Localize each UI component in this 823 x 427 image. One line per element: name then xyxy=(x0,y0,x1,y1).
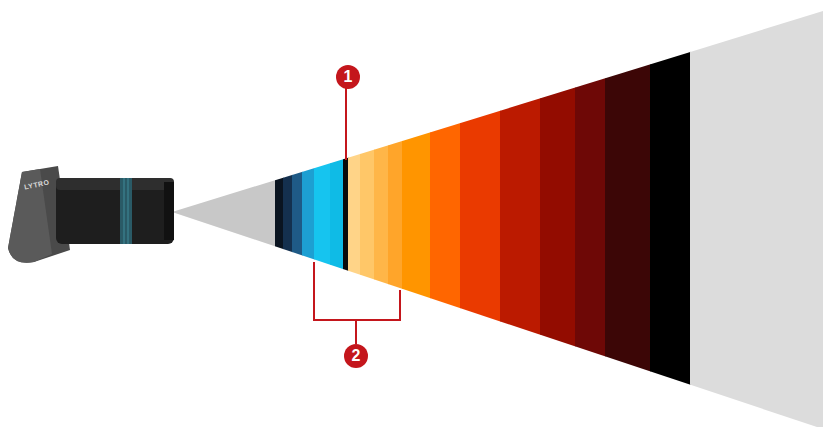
depth-band xyxy=(500,0,541,427)
callout-1-marker xyxy=(336,65,360,160)
callout-2-marker xyxy=(344,344,368,368)
depth-band xyxy=(302,0,315,427)
depth-band xyxy=(330,0,344,427)
depth-band xyxy=(690,0,823,427)
depth-band xyxy=(314,0,331,427)
depth-band xyxy=(575,0,606,427)
depth-band xyxy=(430,0,461,427)
camera-illustration xyxy=(8,166,174,263)
depth-band xyxy=(650,0,691,427)
callout-number: 2 xyxy=(344,344,368,368)
depth-band xyxy=(172,0,276,427)
callout-2-bracket xyxy=(314,262,400,344)
depth-band xyxy=(388,0,403,427)
depth-band xyxy=(283,0,293,427)
depth-band xyxy=(275,0,284,427)
depth-band xyxy=(374,0,389,427)
callout-number: 1 xyxy=(336,65,360,89)
depth-band xyxy=(460,0,501,427)
depth-cone xyxy=(172,0,823,427)
depth-band xyxy=(402,0,431,427)
depth-band xyxy=(292,0,303,427)
depth-band xyxy=(605,0,651,427)
depth-band xyxy=(540,0,576,427)
